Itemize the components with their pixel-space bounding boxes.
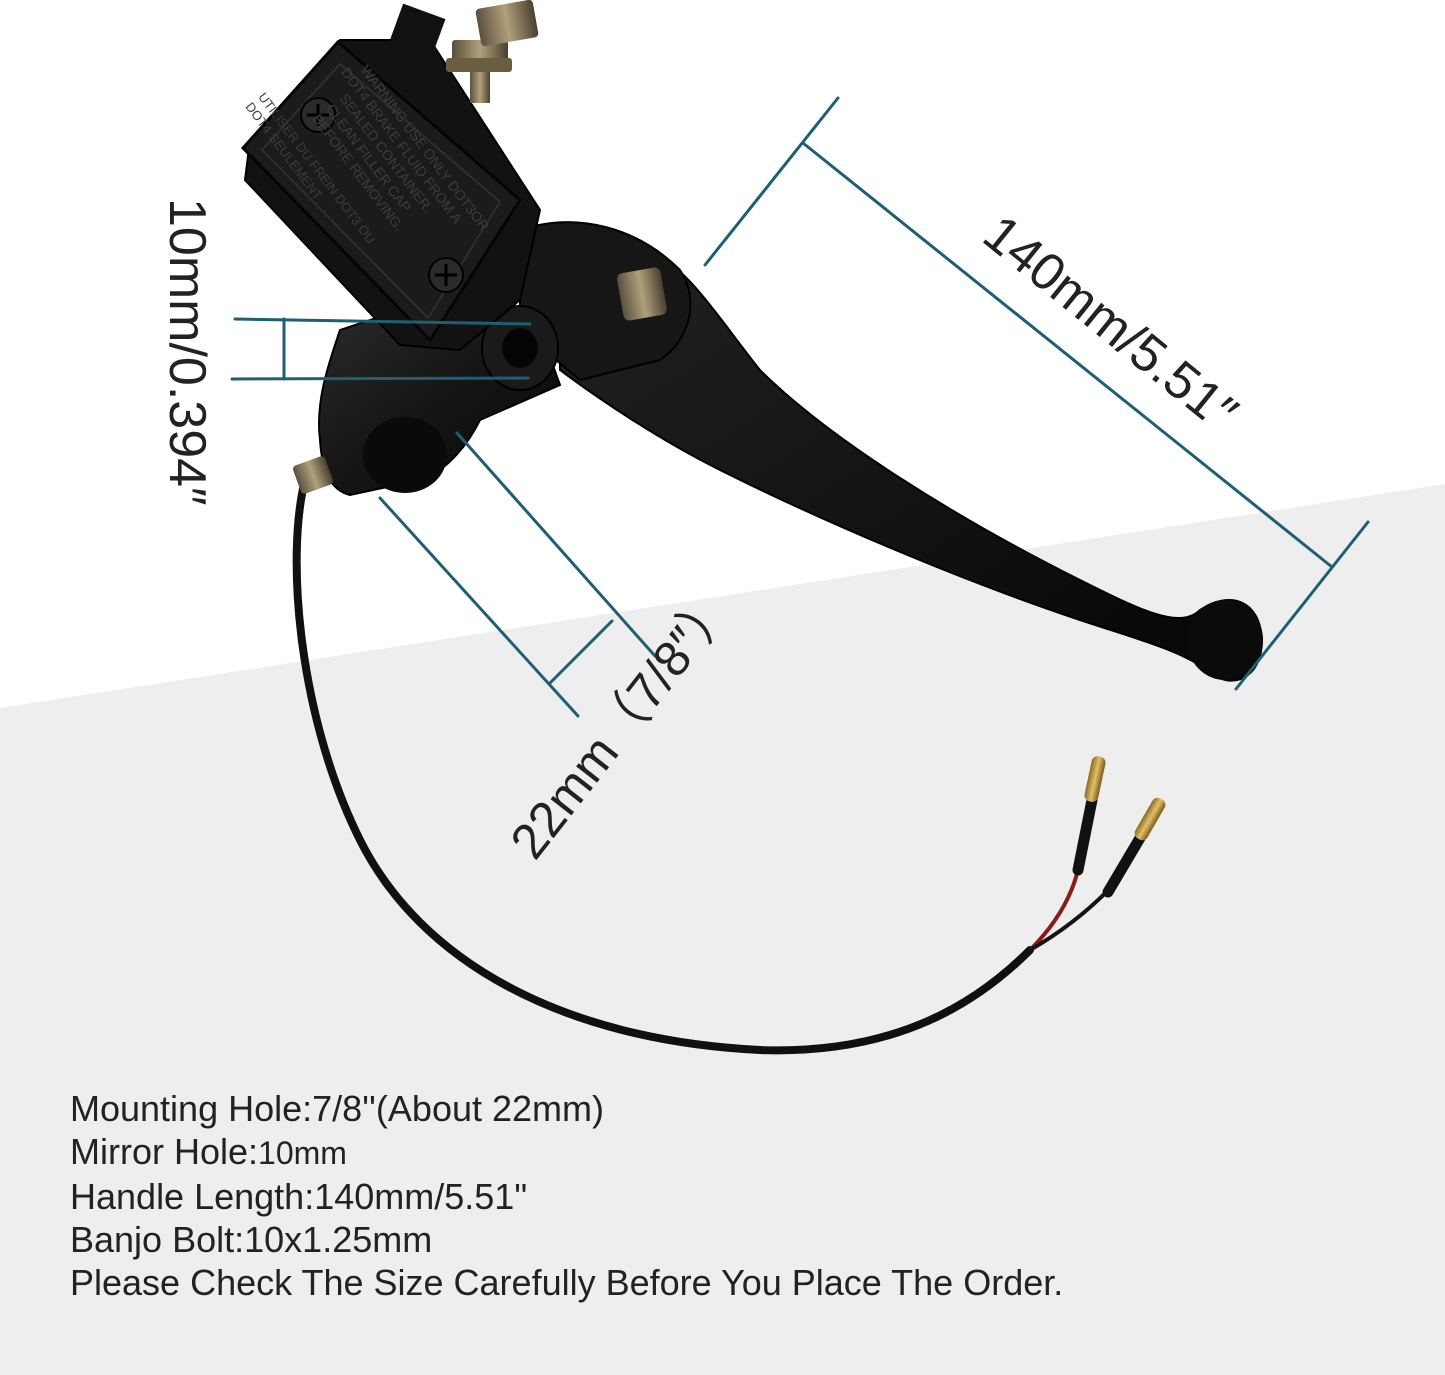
mirror-hole-label: 10mm/0.394″	[158, 198, 216, 505]
bullet-connector-2	[1134, 797, 1166, 841]
lever-length-extension-2	[1234, 520, 1370, 691]
spec-key: Mounting Hole:	[70, 1088, 313, 1129]
mounting-hole-extension-1	[378, 496, 580, 718]
clamp-bore	[363, 417, 447, 493]
spec-value: 10x1.25mm	[244, 1219, 433, 1260]
mounting-hole-dimension	[547, 619, 614, 686]
lever-length-dimension	[801, 141, 1334, 569]
spec-key: Handle Length:	[70, 1176, 315, 1217]
spec-value: 7/8''(About 22mm)	[312, 1088, 605, 1129]
cap-screw-top	[300, 97, 336, 133]
spec-value: 140mm/5.51"	[314, 1176, 528, 1217]
lever-hub	[519, 221, 692, 382]
spec-key: Mirror Hole:	[70, 1131, 259, 1172]
lever-pivot-bolt	[617, 267, 667, 321]
banjo-bolt	[389, 0, 539, 103]
reservoir-cap-inner	[260, 62, 502, 320]
lever-ball-end	[1187, 600, 1263, 680]
mirror-hole	[502, 328, 538, 368]
lever-length-extension-1	[703, 96, 840, 267]
heat-shrink-1	[1072, 794, 1098, 876]
cap-screw-bottom	[428, 257, 464, 293]
spec-mounting-hole: Mounting Hole:7/8''(About 22mm)	[70, 1087, 1063, 1130]
clamp-screw	[293, 456, 333, 494]
spec-value: 10mm	[258, 1135, 347, 1171]
spec-notice-text: Please Check The Size Carefully Before Y…	[70, 1262, 1064, 1303]
spec-key: Banjo Bolt:	[70, 1219, 245, 1260]
dimension-lines	[230, 96, 1370, 718]
spec-size-notice: Please Check The Size Carefully Before Y…	[70, 1261, 1063, 1304]
heat-shrink-2	[1102, 832, 1146, 898]
brake-lever-assembly: WARNING USE ONLY DOT3OR DOT4 BRAKE FLUID…	[240, 0, 1264, 1055]
bullet-connector-1	[1084, 756, 1106, 802]
spec-mirror-hole: Mirror Hole:10mm	[70, 1130, 1063, 1175]
spec-handle-length: Handle Length:140mm/5.51"	[70, 1175, 1063, 1218]
mirror-hole-extension-bottom	[230, 376, 530, 381]
mounting-hole-extension-2	[455, 431, 657, 658]
switch-cable	[292, 476, 1034, 1055]
background-gray-band	[0, 484, 1445, 1375]
spec-list: Mounting Hole:7/8''(About 22mm) Mirror H…	[70, 1087, 1063, 1304]
spec-banjo-bolt: Banjo Bolt:10x1.25mm	[70, 1218, 1063, 1261]
